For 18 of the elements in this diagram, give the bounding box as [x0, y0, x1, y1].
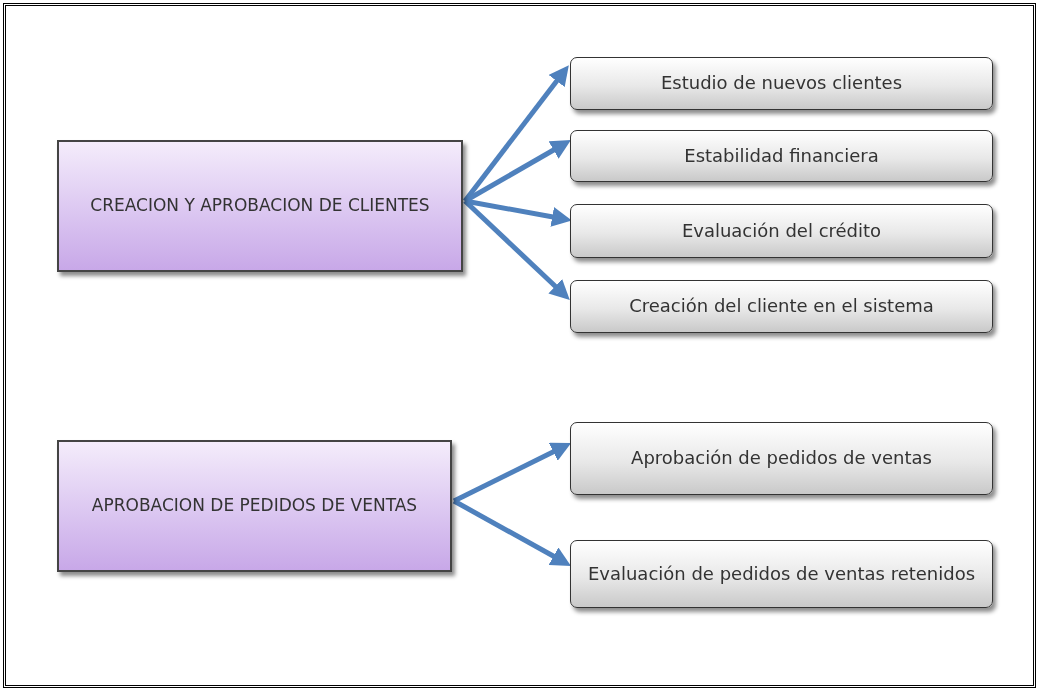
box-label: Aprobación de pedidos de ventas: [631, 447, 932, 470]
category-box: [57, 440, 452, 572]
box-label: CREACION Y APROBACION DE CLIENTES: [90, 194, 430, 218]
arrow: [452, 498, 571, 566]
box-label: Creación del cliente en el sistema: [629, 295, 934, 318]
box-label: APROBACION DE PEDIDOS DE VENTAS: [91, 494, 418, 518]
box-label: Evaluación del crédito: [681, 219, 882, 243]
task-box: [570, 130, 993, 182]
task-box: [570, 540, 993, 608]
arrow: [452, 442, 572, 504]
box-label: Evaluación de pedidos de ventas retenidos: [587, 562, 976, 586]
box-label: Estudio de nuevos clientes: [660, 72, 903, 95]
task-box: [570, 57, 993, 110]
task-box: [570, 422, 993, 495]
task-box: [570, 280, 993, 333]
task-box: [570, 204, 993, 258]
category-box: [57, 140, 463, 272]
box-label: Estabilidad financiera: [684, 144, 879, 168]
